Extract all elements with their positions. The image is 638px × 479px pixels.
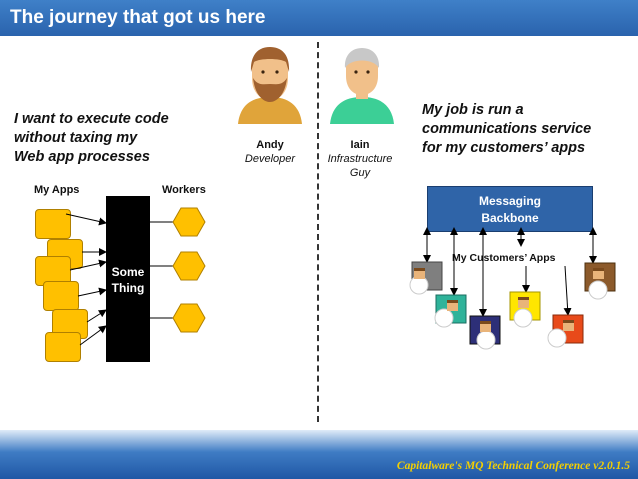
app-box-6 — [45, 332, 81, 362]
infrastructure-quote-line-1: My job is run a — [422, 102, 524, 118]
infrastructure-quote: My job is run a communications service f… — [422, 101, 591, 158]
footer-text: Capitalware's MQ Technical Conference v2… — [396, 460, 630, 472]
my-apps-label: My Apps — [34, 184, 80, 196]
customer-app-5 — [547, 314, 584, 348]
infrastructure-name: Iain — [350, 139, 370, 151]
infrastructure-role-line-1: Infrastructure — [327, 153, 393, 165]
section-divider — [317, 42, 319, 422]
developer-quote-line-3: Web app processes — [14, 149, 150, 165]
messaging-backbone: Messaging Backbone — [427, 186, 593, 232]
developer-role: Developer — [244, 153, 296, 165]
worker-3 — [172, 303, 206, 333]
some-thing-label-line-1: Some — [111, 265, 145, 279]
developer-avatar — [238, 47, 302, 124]
some-thing-label-line-2: Thing — [111, 281, 145, 295]
developer-name: Andy — [256, 139, 284, 151]
infrastructure-hair — [344, 48, 380, 68]
developer-label: Andy Developer — [234, 138, 306, 166]
developer-shirt — [238, 97, 302, 124]
infrastructure-avatar — [330, 48, 394, 124]
customer-app-1 — [409, 261, 443, 295]
worker-2 — [172, 251, 206, 281]
footer-bar: Capitalware's MQ Technical Conference v2… — [0, 430, 638, 479]
workers — [172, 207, 206, 333]
customer-apps — [409, 261, 616, 350]
workers-label: Workers — [162, 184, 206, 196]
app-box-1 — [35, 209, 71, 239]
infrastructure-quote-line-3: for my customers’ apps — [422, 140, 586, 156]
some-thing-label: Some Thing — [106, 264, 150, 296]
slide-title: The journey that got us here — [0, 0, 638, 36]
developer-quote-line-1: I want to execute code — [14, 111, 169, 127]
customer-app-4 — [509, 291, 541, 328]
customer-app-2 — [434, 294, 467, 328]
infrastructure-role-line-2: Guy — [349, 167, 371, 179]
messaging-backbone-line-1: Messaging — [478, 194, 541, 208]
backbone-arrows — [423, 227, 597, 317]
customers-apps-label: My Customers’ Apps — [452, 252, 556, 264]
developer-beard — [253, 78, 287, 102]
worker-1 — [172, 207, 206, 237]
infrastructure-quote-line-2: communications service — [422, 121, 592, 137]
developer-quote: I want to execute code without taxing my… — [14, 110, 169, 167]
app-input-arrows — [65, 213, 107, 346]
infrastructure-label: Iain Infrastructure Guy — [318, 138, 402, 180]
messaging-backbone-line-2: Backbone — [481, 211, 539, 225]
infrastructure-shirt — [330, 97, 394, 124]
developer-quote-line-2: without taxing my — [14, 130, 138, 146]
customer-app-6 — [584, 262, 616, 300]
developer-hair — [250, 47, 290, 72]
customer-app-3 — [469, 315, 501, 350]
some-thing-block — [106, 196, 150, 362]
